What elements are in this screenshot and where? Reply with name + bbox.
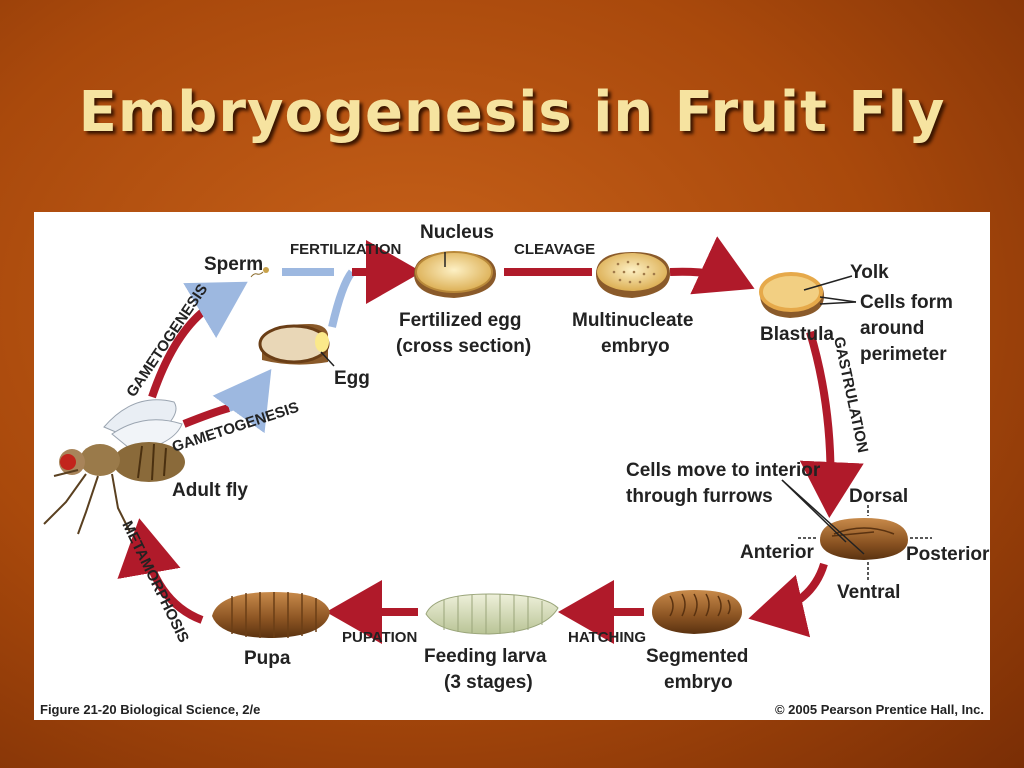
fertilized-egg-label-line2: (cross section) [396, 336, 531, 357]
metamorphosis-arrow [117, 518, 204, 624]
cells-move-label-line1: Cells move to interior [626, 460, 821, 481]
segmented-embryo-illustration [652, 590, 742, 634]
ventral-label: Ventral [837, 582, 900, 603]
gastrulation-arrow [799, 330, 864, 518]
cells-form-label-line2: around [860, 318, 924, 339]
cells-move-label-line2: through furrows [626, 486, 773, 507]
figure-caption: Figure 21-20 Biological Science, 2/e [40, 702, 260, 717]
arrows [117, 236, 864, 644]
figure-panel: GAMETOGENESIS GAMETOGENESIS METAMORPHOSI… [34, 212, 990, 720]
gastrula-illustration [781, 479, 932, 580]
feeding-larva-label-line2: (3 stages) [444, 672, 533, 693]
blastula-label: Blastula [760, 324, 834, 345]
egg-label: Egg [334, 368, 370, 389]
nucleus-label: Nucleus [420, 222, 494, 243]
cleavage-label: CLEAVAGE [514, 241, 595, 258]
gametogenesis-label-upper: GAMETOGENESIS [123, 281, 211, 400]
pupa-label: Pupa [244, 648, 291, 669]
sperm-label: Sperm [204, 254, 263, 275]
pupation-label: PUPATION [342, 629, 417, 646]
hatching-label: HATCHING [568, 629, 646, 646]
adult-fly-label: Adult fly [172, 480, 248, 501]
slide-title: Embryogenesis in Fruit Fly [78, 80, 946, 145]
sperm-illustration [250, 267, 269, 278]
egg-illustration [258, 324, 335, 367]
pupa-illustration [212, 592, 330, 638]
segmented-embryo-label-line1: Segmented [646, 646, 748, 667]
fertilized-egg-illustration [414, 251, 496, 298]
fertilized-egg-label-line1: Fertilized egg [399, 310, 521, 331]
adult-fly-illustration [43, 399, 185, 535]
metamorphosis-label: METAMORPHOSIS [118, 518, 192, 645]
dorsal-label: Dorsal [849, 486, 908, 507]
fertilization-label: FERTILIZATION [290, 241, 401, 258]
yolk-label: Yolk [850, 262, 889, 283]
feeding-larva-label-line1: Feeding larva [424, 646, 547, 667]
anterior-label: Anterior [740, 542, 815, 563]
copyright-notice: © 2005 Pearson Prentice Hall, Inc. [775, 702, 984, 717]
blastula-illustration [759, 272, 857, 318]
gametogenesis-arrow-lower [182, 404, 231, 428]
multinucleate-embryo-illustration [596, 252, 670, 298]
posterior-label: Posterior [906, 544, 990, 565]
multinucleate-label-line2: embryo [601, 336, 670, 357]
segmented-embryo-label-line2: embryo [664, 672, 733, 693]
feeding-larva-illustration [425, 593, 559, 635]
cells-form-label-line3: perimeter [860, 344, 947, 365]
cells-form-label-line1: Cells form [860, 292, 953, 313]
multinucleate-label-line1: Multinucleate [572, 310, 693, 331]
life-cycle-diagram: GAMETOGENESIS GAMETOGENESIS METAMORPHOSI… [40, 222, 990, 717]
